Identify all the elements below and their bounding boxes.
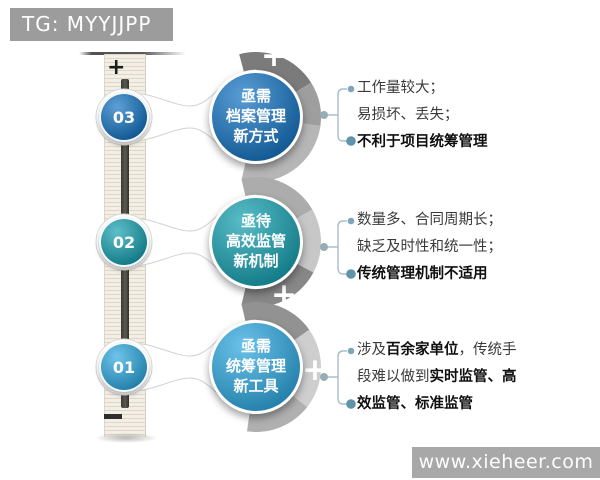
topic-line: 新方式 bbox=[233, 126, 279, 145]
bullet-dot-small bbox=[347, 217, 355, 225]
header-tag: TG: MYYJJPP bbox=[10, 8, 173, 41]
note-line: 段难以做到实时监管、高 bbox=[357, 364, 593, 391]
note-line: 缺乏及时性和统一性； bbox=[357, 234, 593, 261]
topic-line: 新工具 bbox=[233, 376, 279, 395]
note-text-run: 传统管理机制不适用 bbox=[357, 266, 488, 282]
plus-icon: + bbox=[302, 351, 328, 388]
bullet-dot-large bbox=[346, 269, 356, 279]
note-text-run: 工作量较大； bbox=[357, 80, 444, 96]
note-line: 效监管、标准监管 bbox=[357, 391, 593, 418]
note-line: 传统管理机制不适用 bbox=[357, 261, 593, 288]
bullet-dot-small bbox=[347, 85, 355, 93]
note-line: 易损坏、丢失； bbox=[357, 102, 593, 129]
plus-icon: + bbox=[261, 37, 287, 74]
note-line: 数量多、合同周期长； bbox=[357, 207, 593, 234]
minus-icon bbox=[104, 414, 122, 419]
bullet-dot-large bbox=[346, 399, 356, 409]
ruler-top-shadow bbox=[79, 52, 186, 55]
note-bracket bbox=[327, 220, 347, 275]
step-number: 03 bbox=[112, 107, 136, 127]
step-badge-03: 03 bbox=[99, 92, 149, 142]
crescent-arc bbox=[241, 263, 314, 307]
note-text-run: 实时监管、高 bbox=[429, 369, 517, 385]
topic-line: 档案管理 bbox=[225, 107, 286, 126]
crescent-arc bbox=[241, 302, 310, 341]
topic-line: 新机制 bbox=[233, 251, 279, 270]
bullet-dot-mid bbox=[320, 373, 328, 381]
crescent-arc bbox=[241, 123, 321, 182]
topic-line: 亟需 bbox=[240, 87, 271, 106]
note-text-run: 涉及 bbox=[357, 342, 386, 358]
note-text-run: 百余家单位 bbox=[386, 342, 459, 358]
note-text-run: 效监管、标准监管 bbox=[357, 396, 473, 412]
step-number: 02 bbox=[112, 232, 136, 252]
note-text-run: 段难以做到 bbox=[357, 369, 430, 385]
crescent-arc bbox=[247, 395, 308, 433]
plus-icon: + bbox=[107, 55, 126, 80]
topic-line: 高效监管 bbox=[225, 232, 286, 251]
crescent-arc bbox=[239, 52, 312, 93]
note-bracket bbox=[327, 350, 347, 405]
note-text-run: 缺乏及时性和统一性； bbox=[357, 239, 502, 255]
note-block-2: 数量多、合同周期长； 缺乏及时性和统一性； 传统管理机制不适用 bbox=[357, 207, 593, 288]
note-line: 涉及百余家单位，传统手 bbox=[357, 337, 593, 364]
topic-circle-supervision: 亟待 高效监管 新机制 bbox=[209, 195, 303, 289]
bullet-dot-mid bbox=[320, 243, 328, 251]
note-line: 工作量较大； bbox=[357, 75, 593, 102]
bullet-dot-large bbox=[346, 136, 356, 146]
note-line: 不利于项目统筹管理 bbox=[357, 129, 593, 156]
topic-circle-archives: 亟需 档案管理 新方式 bbox=[209, 70, 303, 164]
step-number: 01 bbox=[112, 357, 136, 377]
topic-line: 统筹管理 bbox=[225, 357, 286, 376]
note-text-run: 易损坏、丢失； bbox=[357, 107, 459, 123]
note-text-run: 不利于项目统筹管理 bbox=[357, 134, 488, 150]
note-text-run: ，传统手 bbox=[458, 342, 517, 358]
bullet-dot-small bbox=[347, 347, 355, 355]
bullet-dot-mid bbox=[320, 111, 328, 119]
crescent-arc bbox=[241, 177, 313, 219]
note-text-run: 数量多、合同周期长； bbox=[357, 212, 502, 228]
crescent-arc bbox=[295, 209, 322, 273]
note-bracket bbox=[327, 88, 347, 142]
step-badge-01: 01 bbox=[99, 342, 149, 392]
crescent-arc bbox=[295, 82, 322, 126]
ruler-bottom-shadow bbox=[94, 433, 158, 443]
step-badge-02: 02 bbox=[99, 217, 149, 267]
topic-line: 亟待 bbox=[240, 212, 271, 231]
note-block-3: 涉及百余家单位，传统手 段难以做到实时监管、高 效监管、标准监管 bbox=[357, 337, 593, 418]
topic-circle-tools: 亟需 统筹管理 新工具 bbox=[209, 320, 303, 414]
watermark: www.xieheer.com bbox=[412, 447, 600, 478]
topic-line: 亟需 bbox=[240, 337, 271, 356]
note-block-1: 工作量较大； 易损坏、丢失； 不利于项目统筹管理 bbox=[357, 75, 593, 156]
